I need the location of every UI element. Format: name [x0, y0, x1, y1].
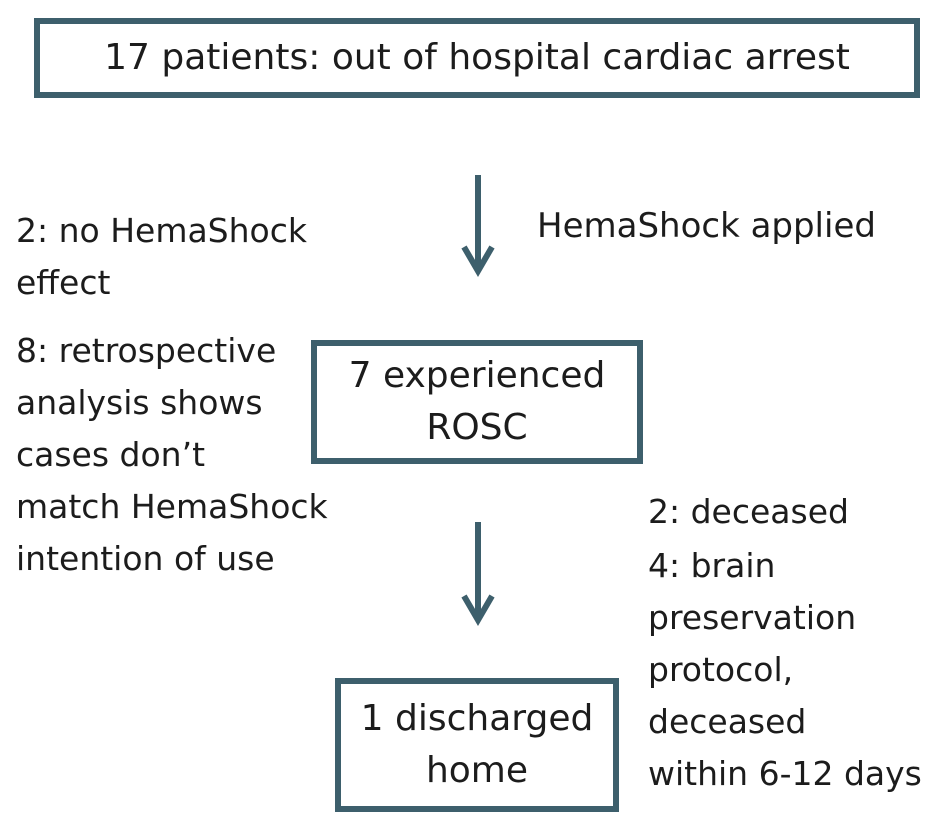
box-discharged: 1 discharged home	[335, 678, 619, 812]
label-hemashock-applied: HemaShock applied	[537, 206, 876, 246]
down-arrow-icon	[461, 522, 495, 626]
box-total-patients: 17 patients: out of hospital cardiac arr…	[34, 18, 920, 98]
box-rosc-text: 7 experienced ROSC	[348, 355, 606, 448]
down-arrow-icon	[461, 175, 495, 277]
label-retrospective: 8: retrospective analysis shows cases do…	[16, 331, 328, 578]
box-total-patients-text: 17 patients: out of hospital cardiac arr…	[104, 37, 850, 78]
box-rosc: 7 experienced ROSC	[311, 340, 643, 464]
box-discharged-text: 1 discharged home	[360, 698, 594, 791]
label-deceased: 2: deceased	[648, 492, 849, 531]
label-brain-preservation: 4: brain preservation protocol, deceased…	[648, 546, 922, 793]
label-no-effect: 2: no HemaShock effect	[16, 211, 307, 302]
